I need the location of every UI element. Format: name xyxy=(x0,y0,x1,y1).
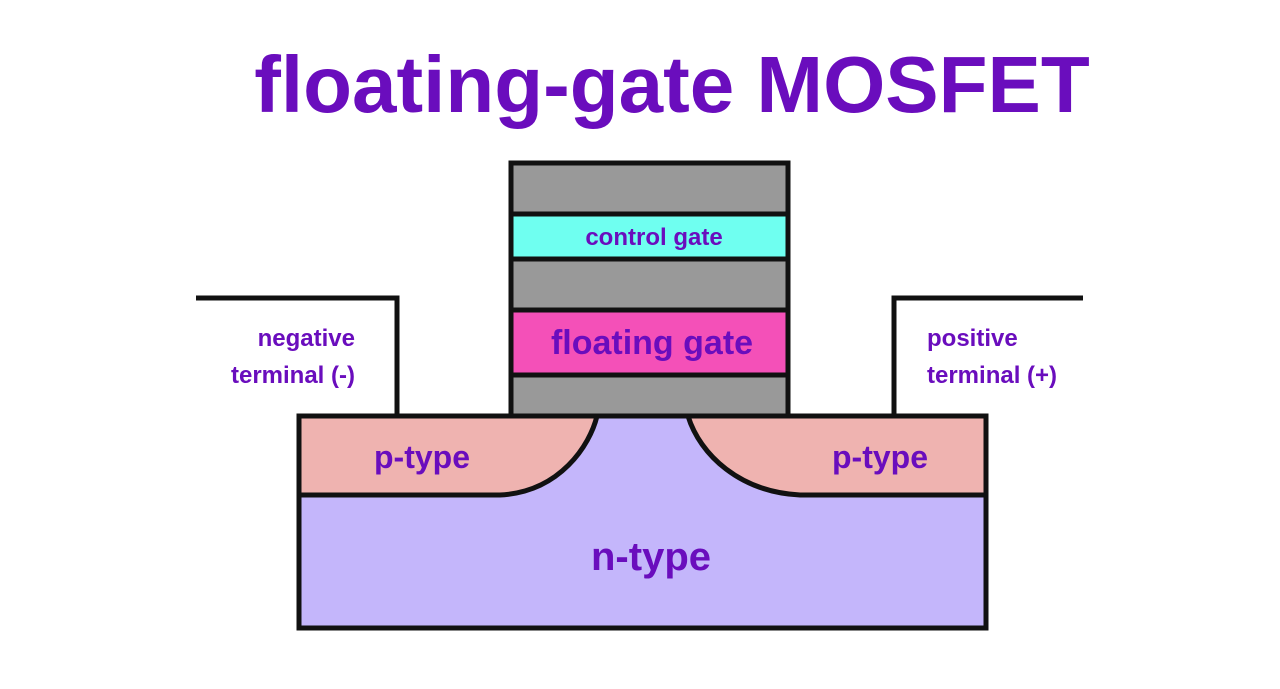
diagram-title: floating-gate MOSFET xyxy=(254,40,1090,129)
gate-stack xyxy=(511,163,788,416)
p-type-right-region xyxy=(688,416,986,495)
p-type-right-boundary xyxy=(685,415,986,498)
negative-terminal-label-line1: negative xyxy=(258,325,355,352)
control-gate-label: control gate xyxy=(585,224,722,251)
gate-stack-outline xyxy=(508,160,791,419)
positive-terminal-label-line1: positive xyxy=(927,325,1018,352)
floating-gate-label: floating gate xyxy=(551,324,753,362)
negative-terminal-label-line2: terminal (-) xyxy=(231,362,355,389)
p-type-right-label: p-type xyxy=(832,439,928,475)
positive-terminal-wire xyxy=(891,295,1083,416)
positive-terminal-label-line2: terminal (+) xyxy=(927,362,1057,389)
p-type-left-label: p-type xyxy=(374,439,470,475)
p-type-left-boundary xyxy=(299,415,600,498)
n-type-label: n-type xyxy=(591,535,711,579)
negative-terminal-wire xyxy=(196,295,400,416)
p-type-left-region xyxy=(299,416,597,495)
